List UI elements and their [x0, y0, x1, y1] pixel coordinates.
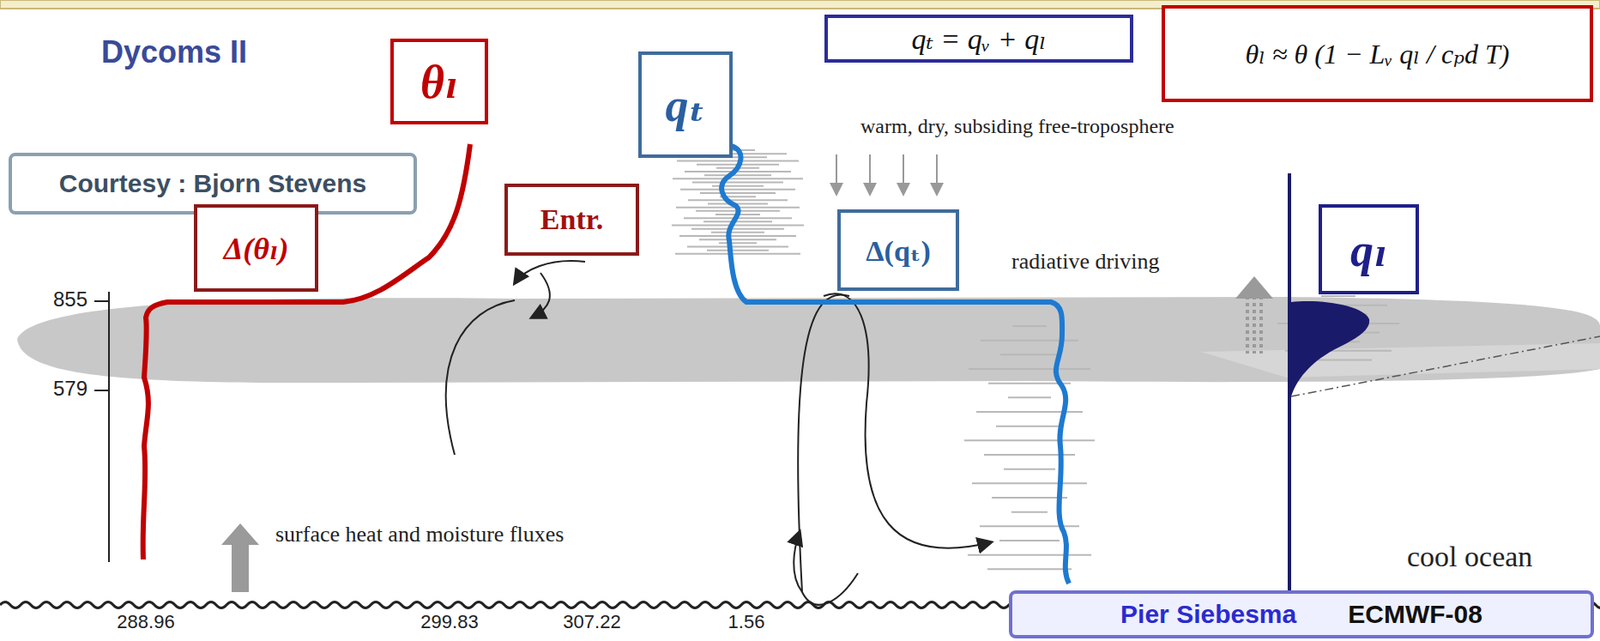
- height-axis: [108, 291, 110, 562]
- annotation: warm, dry, subsiding free-troposphere: [857, 114, 1178, 139]
- q-l-profile: [1291, 301, 1370, 397]
- text-box: Pier Siebesma ECMWF-08: [1008, 590, 1594, 639]
- adiabatic-line: [1291, 336, 1600, 397]
- box-text: qₗ: [1350, 222, 1388, 278]
- axis-value: 855: [53, 287, 88, 312]
- subsidence-arrows: [836, 154, 937, 194]
- box-text: θₗ ≈ θ (1 − Lᵥ qₗ / cₚd T): [1245, 37, 1510, 71]
- text-box: qₜ = qᵥ + qₗ: [824, 14, 1134, 63]
- q-l-axis: [1287, 173, 1292, 592]
- axis-tick: [94, 389, 109, 392]
- axis-value: 307.22: [562, 610, 621, 634]
- text-box: Δ(qₜ): [837, 209, 960, 291]
- text-box: qₗ: [1318, 204, 1419, 295]
- axis-tick: [94, 300, 109, 302]
- text-box: θₗ ≈ θ (1 − Lᵥ qₗ / cₚd T): [1161, 5, 1594, 103]
- box-text: Entr.: [540, 203, 604, 236]
- text-box: Δ(θₗ): [193, 204, 319, 292]
- box-text: qₜ: [664, 77, 706, 133]
- box-text: Δ(θₗ): [223, 229, 290, 267]
- text-box: θₗ: [390, 38, 489, 125]
- box-text: Δ(qₜ): [865, 233, 930, 268]
- box-text: Pier Siebesma: [1120, 599, 1297, 629]
- annotation: Dycoms II: [101, 34, 248, 71]
- text-box: Entr.: [504, 183, 640, 256]
- cloud-layer: [17, 296, 1600, 383]
- axis-value: 1.56: [728, 610, 766, 634]
- box-text: θₗ: [420, 54, 459, 109]
- circulation-arrows: [446, 260, 991, 605]
- annotation: surface heat and moisture fluxes: [275, 521, 564, 548]
- annotation: radiative driving: [1008, 248, 1163, 275]
- box-text: ECMWF-08: [1347, 599, 1483, 629]
- axis-value: 299.83: [420, 610, 478, 634]
- flux-arrow: [221, 523, 260, 592]
- radiative-arrow: [1235, 276, 1274, 354]
- annotation: cool ocean: [1406, 540, 1533, 574]
- box-text: Courtesy : Bjorn Stevens: [59, 169, 367, 199]
- text-box: qₜ: [638, 51, 733, 158]
- q-t-profile: [721, 145, 1069, 584]
- box-text: qₜ = qᵥ + qₗ: [911, 21, 1046, 56]
- axis-value: 288.96: [116, 610, 175, 634]
- axis-value: 579: [53, 376, 88, 401]
